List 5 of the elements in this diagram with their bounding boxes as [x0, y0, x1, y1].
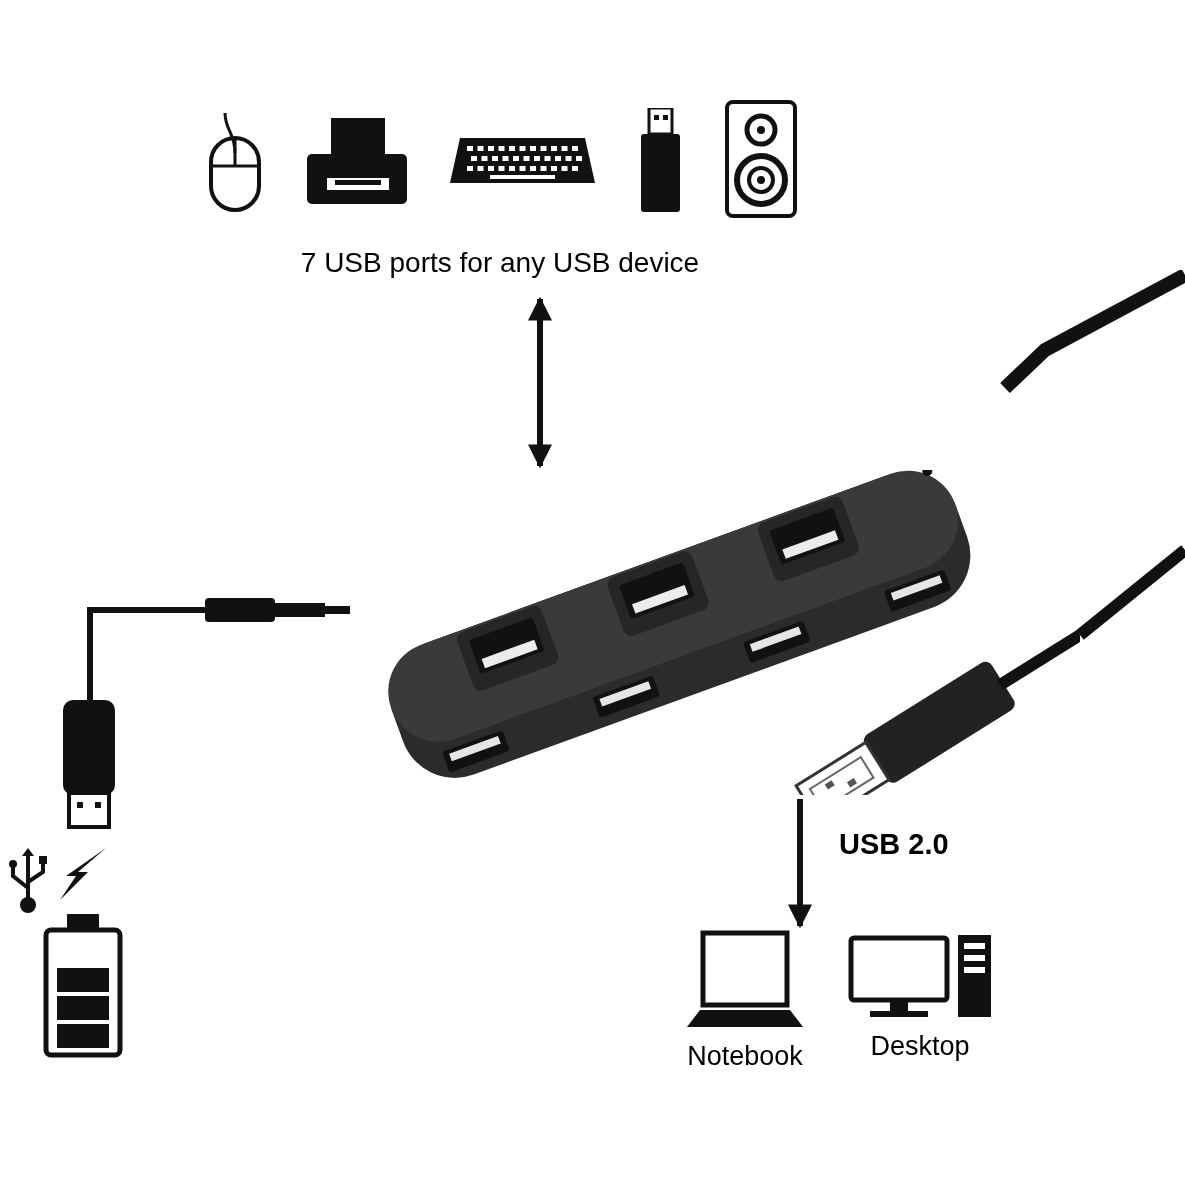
- device-label: Desktop: [870, 1030, 970, 1063]
- caption-text: 7 USB ports for any USB device: [300, 246, 700, 280]
- device-label: Notebook: [687, 1040, 803, 1073]
- arrow: [788, 799, 812, 929]
- arrow: [528, 296, 552, 469]
